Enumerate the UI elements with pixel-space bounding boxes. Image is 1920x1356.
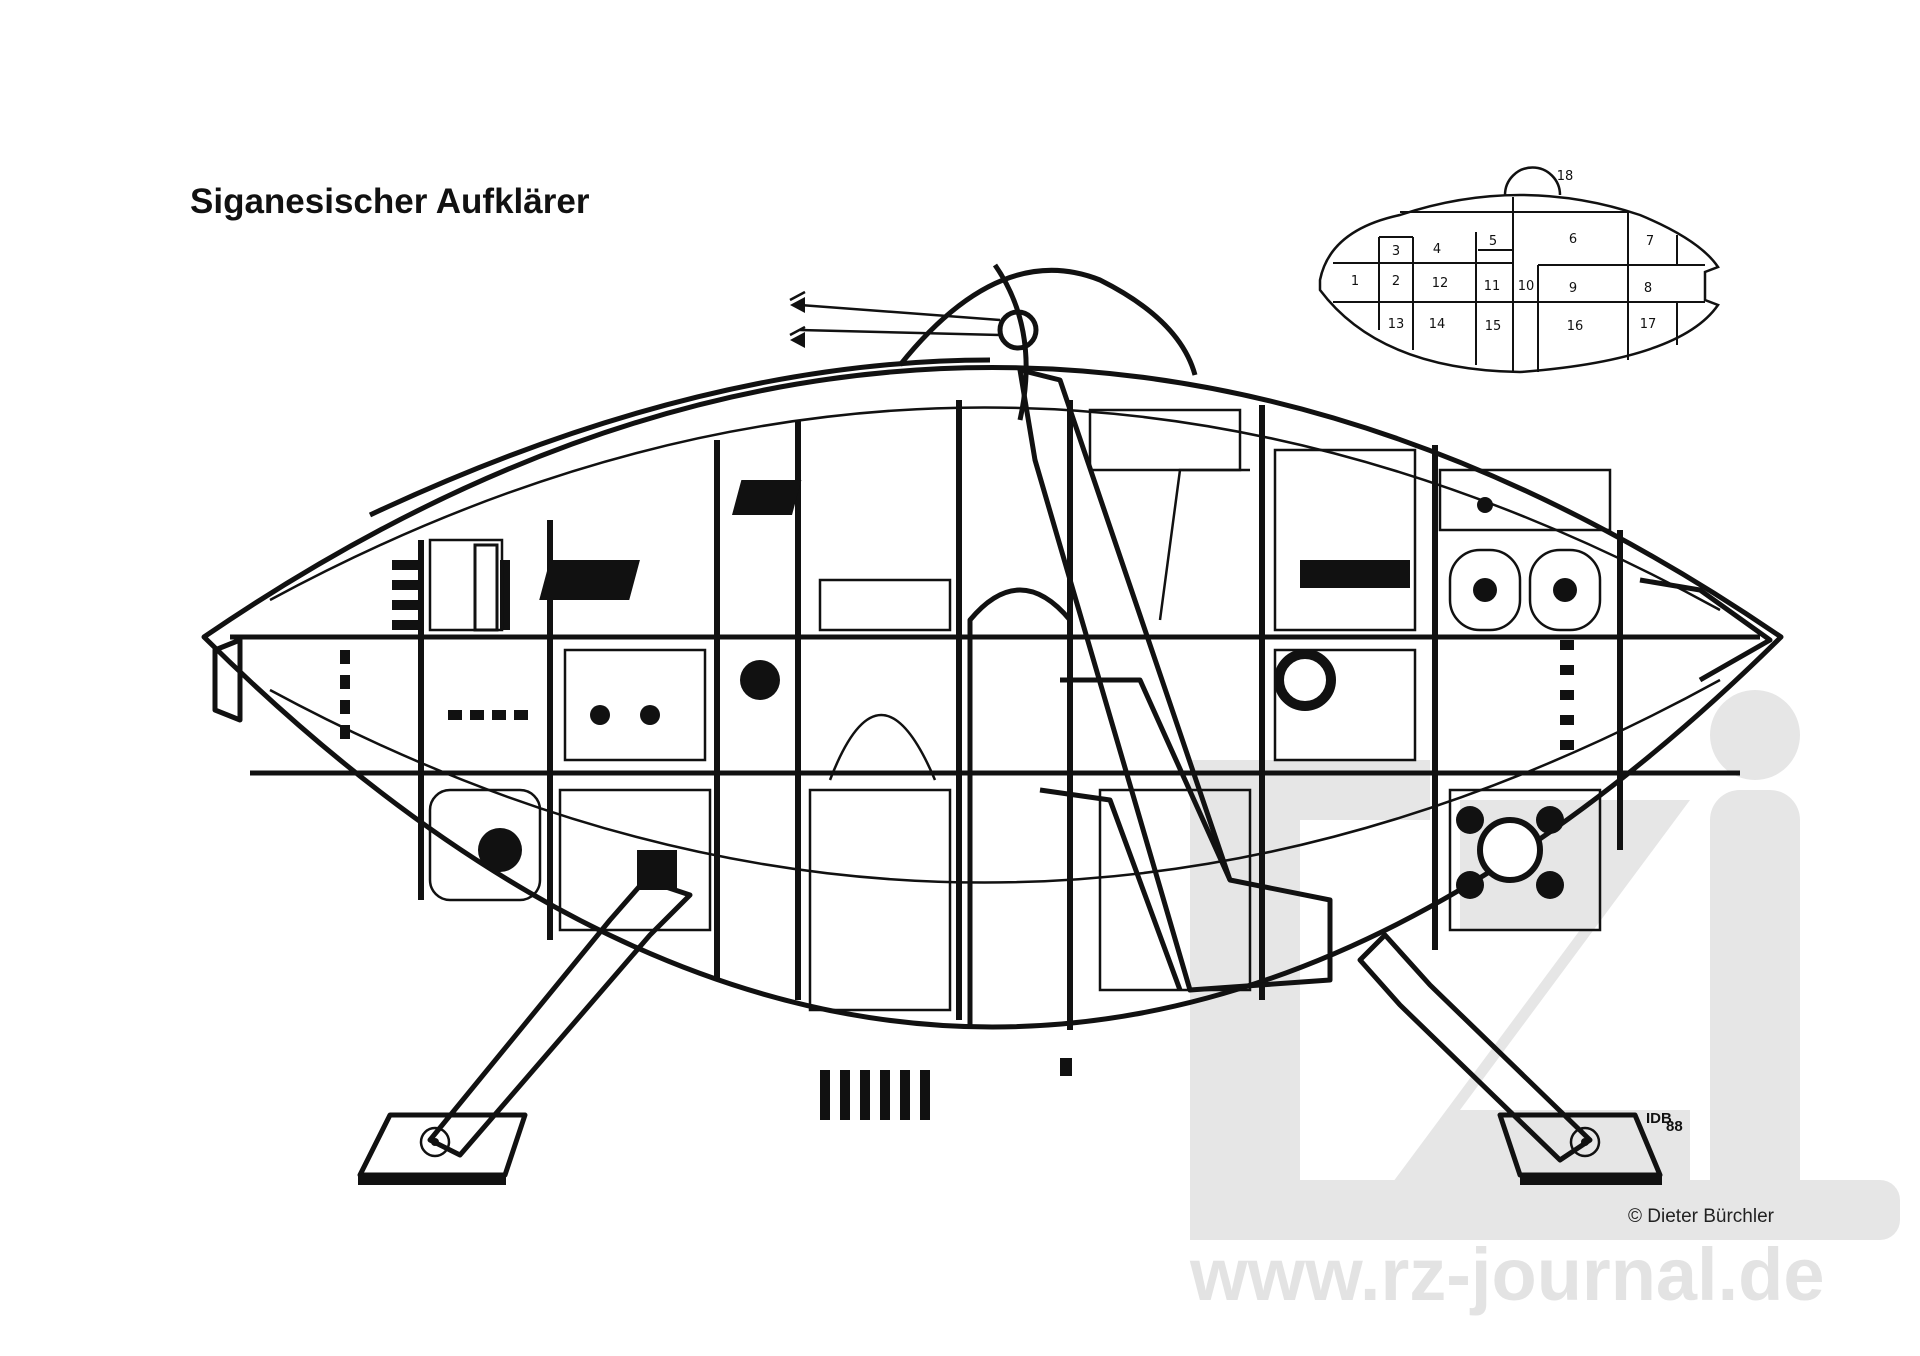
signature-year: 88 [1666,1118,1683,1135]
watermark-text: www.rz-journal.de [1189,1233,1825,1316]
inset-label-7: 7 [1646,234,1654,249]
hull [201,357,1784,1030]
inset-label-6: 6 [1569,232,1577,247]
top-dome [789,263,1198,421]
inset-label-1: 1 [1351,274,1359,289]
inset-label-2: 2 [1392,274,1400,289]
inset-label-15: 15 [1485,319,1502,334]
drawing-title: Siganesischer Aufklärer [190,182,590,221]
interior-compartments [212,367,1773,1120]
compartment-key-inset: 1 2 3 4 5 6 7 8 9 10 11 12 13 14 15 16 1… [1318,166,1720,374]
inset-label-3: 3 [1392,244,1400,259]
inset-label-17: 17 [1640,317,1657,332]
inset-label-18: 18 [1557,169,1574,184]
watermark-logo [1190,690,1900,1240]
inset-label-8: 8 [1644,281,1652,296]
inset-label-10: 10 [1518,279,1535,294]
inset-label-16: 16 [1567,319,1584,334]
inset-label-14: 14 [1429,317,1446,332]
inset-label-4: 4 [1433,242,1441,257]
landing-legs [357,877,1663,1185]
copyright-notice: © Dieter Bürchler [1628,1206,1775,1227]
inset-label-9: 9 [1569,281,1577,296]
inset-label-11: 11 [1484,279,1501,294]
artist-signature: IDB [1646,1110,1672,1127]
inset-label-12: 12 [1432,276,1449,291]
inset-label-13: 13 [1388,317,1405,332]
inset-label-5: 5 [1489,234,1497,249]
